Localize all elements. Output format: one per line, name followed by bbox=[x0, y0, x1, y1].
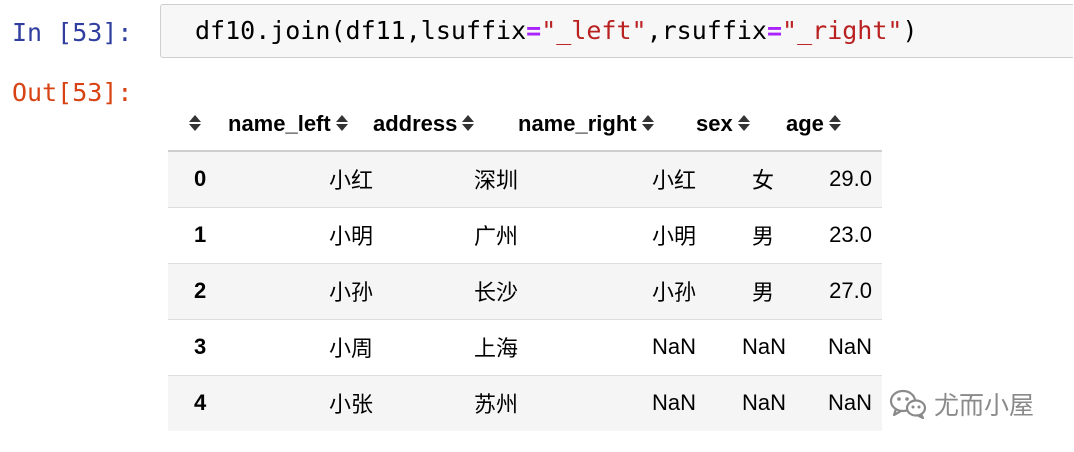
code-operator: = bbox=[766, 16, 783, 45]
code-token: df10.join(df11,lsuffix bbox=[195, 16, 527, 45]
table-row: 4 小张 苏州 NaN NaN NaN bbox=[168, 374, 882, 431]
row-index: 1 bbox=[168, 206, 228, 263]
column-header-label: address bbox=[373, 111, 458, 137]
cell-address: 广州 bbox=[373, 206, 518, 263]
cell-age: NaN bbox=[786, 318, 882, 375]
column-header-name-left[interactable]: name_left bbox=[228, 98, 373, 152]
cell-age: 29.0 bbox=[829, 166, 872, 192]
row-index: 0 bbox=[194, 166, 207, 192]
cell-address: 苏州 bbox=[373, 374, 518, 431]
column-header-label: age bbox=[786, 111, 824, 137]
cell-age: 27.0 bbox=[786, 262, 882, 319]
cell-name-right: NaN bbox=[518, 374, 696, 431]
output-prompt: Out[53]: bbox=[12, 78, 133, 107]
column-header-name-right[interactable]: name_right bbox=[518, 98, 696, 152]
cell-sex: 男 bbox=[696, 262, 786, 319]
input-prompt: In [53]: bbox=[12, 18, 133, 47]
column-header-address[interactable]: address bbox=[373, 98, 518, 152]
table-header-row: name_left address name_right sex age bbox=[168, 98, 882, 152]
code-line[interactable]: df10.join(df11,lsuffix="_left",rsuffix="… bbox=[195, 18, 918, 43]
table-row: 0 小红 深圳 小红 女 29.0 bbox=[168, 151, 882, 207]
cell-sex: 女 bbox=[751, 168, 774, 194]
wechat-icon bbox=[888, 388, 928, 420]
cell-name-right: 小孙 bbox=[518, 262, 696, 319]
cell-address: 上海 bbox=[373, 318, 518, 375]
sort-icon[interactable] bbox=[828, 113, 842, 133]
row-index: 2 bbox=[168, 262, 228, 319]
code-string: "_right" bbox=[782, 16, 903, 45]
code-input-area[interactable]: df10.join(df11,lsuffix="_left",rsuffix="… bbox=[160, 4, 1073, 58]
column-header-age[interactable]: age bbox=[786, 98, 882, 152]
column-header-label: sex bbox=[696, 111, 733, 137]
cell-sex: NaN bbox=[696, 374, 786, 431]
cell-age: 23.0 bbox=[786, 206, 882, 263]
code-operator: = bbox=[526, 16, 542, 45]
index-header[interactable] bbox=[168, 98, 228, 152]
cell-age: NaN bbox=[786, 374, 882, 431]
cell-name-right: NaN bbox=[518, 318, 696, 375]
code-token: ) bbox=[902, 16, 918, 45]
cell-name-left: 小周 bbox=[228, 318, 373, 375]
sort-icon[interactable] bbox=[641, 113, 655, 133]
row-index: 3 bbox=[168, 318, 228, 375]
table-row: 1 小明 广州 小明 男 23.0 bbox=[168, 206, 882, 263]
watermark: 尤而小屋 bbox=[888, 387, 1034, 421]
cell-name-right: 小红 bbox=[651, 168, 696, 194]
cell-sex: 男 bbox=[696, 206, 786, 263]
sort-icon[interactable] bbox=[188, 113, 202, 133]
dataframe-table: name_left address name_right sex age 0 bbox=[168, 98, 882, 431]
cell-name-left: 小张 bbox=[228, 374, 373, 431]
sort-icon[interactable] bbox=[737, 113, 751, 133]
sort-icon[interactable] bbox=[461, 113, 475, 133]
cell-address: 深圳 bbox=[473, 168, 518, 194]
sort-icon[interactable] bbox=[335, 113, 349, 133]
cell-address: 长沙 bbox=[373, 262, 518, 319]
code-token: ,rsuffix bbox=[646, 16, 767, 45]
cell-sex: NaN bbox=[696, 318, 786, 375]
cell-name-left: 小孙 bbox=[228, 262, 373, 319]
watermark-text: 尤而小屋 bbox=[934, 391, 1035, 420]
column-header-sex[interactable]: sex bbox=[696, 98, 786, 152]
cell-name-right: 小明 bbox=[518, 206, 696, 263]
column-header-label: name_right bbox=[518, 111, 637, 137]
cell-name-left: 小明 bbox=[228, 206, 373, 263]
table-row: 3 小周 上海 NaN NaN NaN bbox=[168, 318, 882, 375]
column-header-label: name_left bbox=[228, 111, 331, 137]
row-index: 4 bbox=[168, 374, 228, 431]
cell-name-left: 小红 bbox=[328, 168, 373, 194]
code-string: "_left" bbox=[541, 16, 647, 45]
table-row: 2 小孙 长沙 小孙 男 27.0 bbox=[168, 262, 882, 319]
